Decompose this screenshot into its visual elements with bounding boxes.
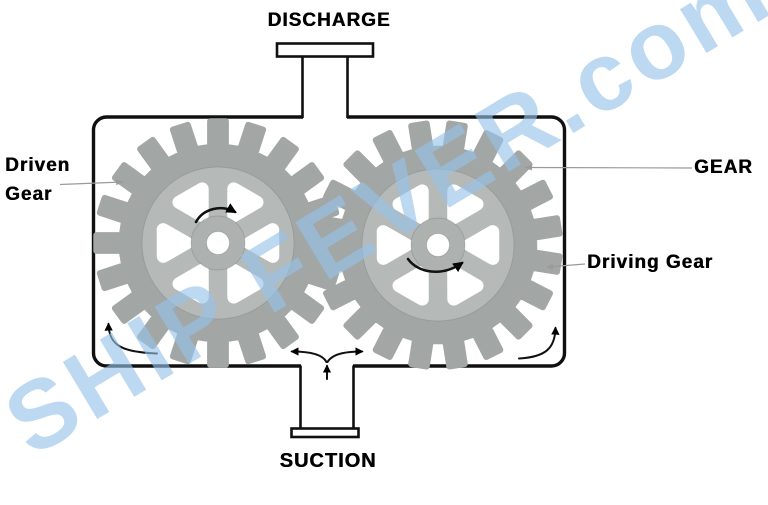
driving-gear-lightening-hole (447, 184, 484, 225)
discharge-opening (303, 111, 347, 122)
driven-gear-lightening-hole (172, 263, 209, 304)
driving-gear (313, 120, 563, 370)
gear-leader-arrow (524, 164, 693, 171)
driving-gear-label: Driving Gear (587, 252, 714, 273)
suction-label: SUCTION (279, 450, 377, 472)
left-gear-rotation-arrow (194, 203, 237, 224)
driven-gear-shaft-hole (206, 231, 230, 255)
discharge-pipe (275, 42, 375, 118)
driving-gear-lightening-hole (447, 265, 484, 306)
flow-arrow-right-up (518, 326, 560, 360)
driving-gear-lightening-hole (463, 225, 500, 265)
driven-gear-lightening-hole (156, 223, 193, 263)
driven-gear-leader-arrow (59, 179, 124, 186)
suction-flow-split-left-arrow (290, 347, 328, 363)
discharge-flange (275, 42, 375, 58)
driving-gear-shaft-hole (426, 233, 450, 257)
right-gear-rotation-arrow (406, 257, 464, 273)
driven-gear-lightening-hole (243, 223, 280, 263)
suction-flange (290, 427, 360, 439)
driven-gear (93, 118, 343, 368)
driven-gear-lightening-hole (172, 182, 209, 223)
suction-flow-split-right-arrow (326, 347, 364, 363)
driven-gear-label-line1: Driven (5, 155, 71, 176)
suction-pipe (290, 365, 360, 439)
driving-gear-lightening-hole (376, 225, 413, 265)
driven-gear-lightening-hole (227, 182, 264, 223)
driving-gear-lightening-hole (392, 265, 429, 306)
driven-gear-lightening-hole (227, 263, 264, 304)
gear-label: GEAR (694, 157, 753, 178)
driven-gear-label-line2: Gear (5, 184, 53, 205)
driving-gear-leader-arrow (545, 263, 586, 270)
flow-arrow-left-up (104, 322, 158, 355)
discharge-label: DISCHARGE (267, 10, 391, 31)
driving-gear-lightening-hole (392, 184, 429, 225)
gears (93, 118, 563, 370)
